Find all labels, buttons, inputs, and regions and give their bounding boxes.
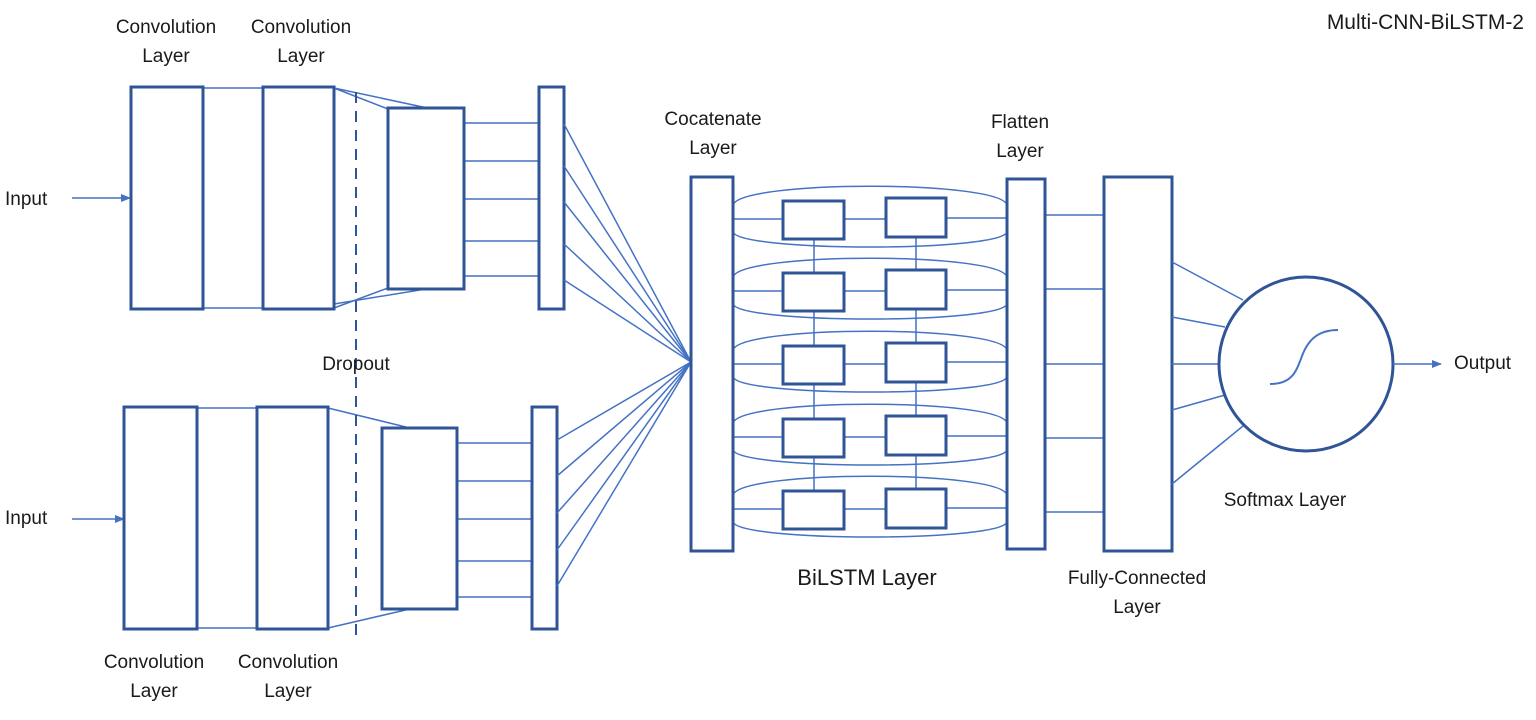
pool-layer-top <box>386 106 466 291</box>
conv-layer-bottom-1 <box>122 405 199 631</box>
pool-link <box>327 607 415 629</box>
concatenate-layer <box>689 175 735 553</box>
flatten-layer <box>1005 177 1047 551</box>
pool-layer-bottom <box>380 426 459 611</box>
fully-connected-label: Fully-Connected Layer <box>1067 568 1207 618</box>
bilstm-cell <box>884 487 948 530</box>
bilstm-label: BiLSTM Layer <box>797 565 937 590</box>
top-branch <box>72 85 566 311</box>
conv-label-top-1: Convolution Layer <box>115 17 217 67</box>
bilstm-cell <box>884 268 948 311</box>
conv-label-top-2: Convolution Layer <box>250 17 352 67</box>
pool-link <box>327 407 415 430</box>
input-bottom-label: Input <box>5 508 48 529</box>
pool-link <box>333 87 433 110</box>
flatten-label: Flatten Layer <box>990 112 1050 162</box>
conv-layer-top-1 <box>129 85 205 311</box>
conv-label-bottom-2: Convolution Layer <box>237 652 339 702</box>
bilstm-cell <box>884 341 948 384</box>
concatenate-label: Cocatenate Layer <box>664 109 762 159</box>
bilstm-cells <box>781 196 948 531</box>
pool-link <box>333 87 389 110</box>
bilstm-cell <box>781 489 846 531</box>
softmax-label: Softmax Layer <box>1223 490 1347 511</box>
fully-connected-layer <box>1102 175 1174 553</box>
bilstm-cell <box>781 199 846 241</box>
bottom-branch <box>72 405 559 631</box>
dense-layer-bottom <box>530 405 559 631</box>
output-label: Output <box>1454 353 1512 374</box>
sigmoid-icon <box>1269 329 1339 385</box>
bilstm-cell <box>781 271 846 313</box>
bilstm-cell <box>884 196 948 239</box>
bilstm-links <box>732 185 1008 538</box>
bilstm-cell <box>781 344 846 386</box>
pool-link <box>333 287 433 305</box>
softmax-layer <box>1217 275 1395 453</box>
dropout-label: Dropout <box>322 354 390 375</box>
bilstm-cell <box>884 414 948 457</box>
conv-layer-top-2 <box>261 85 336 311</box>
conv-layer-bottom-2 <box>255 405 330 631</box>
fan-in-lines <box>556 123 692 587</box>
conv-label-bottom-1: Convolution Layer <box>103 652 205 702</box>
diagram-title: Multi-CNN-BiLSTM-2 <box>1326 11 1524 34</box>
bilstm-cell <box>781 417 846 459</box>
input-top-label: Input <box>5 189 48 210</box>
softmax-links <box>1171 261 1244 485</box>
dense-layer-top <box>537 85 566 311</box>
pool-link <box>333 287 389 309</box>
fc-links <box>1045 214 1104 513</box>
